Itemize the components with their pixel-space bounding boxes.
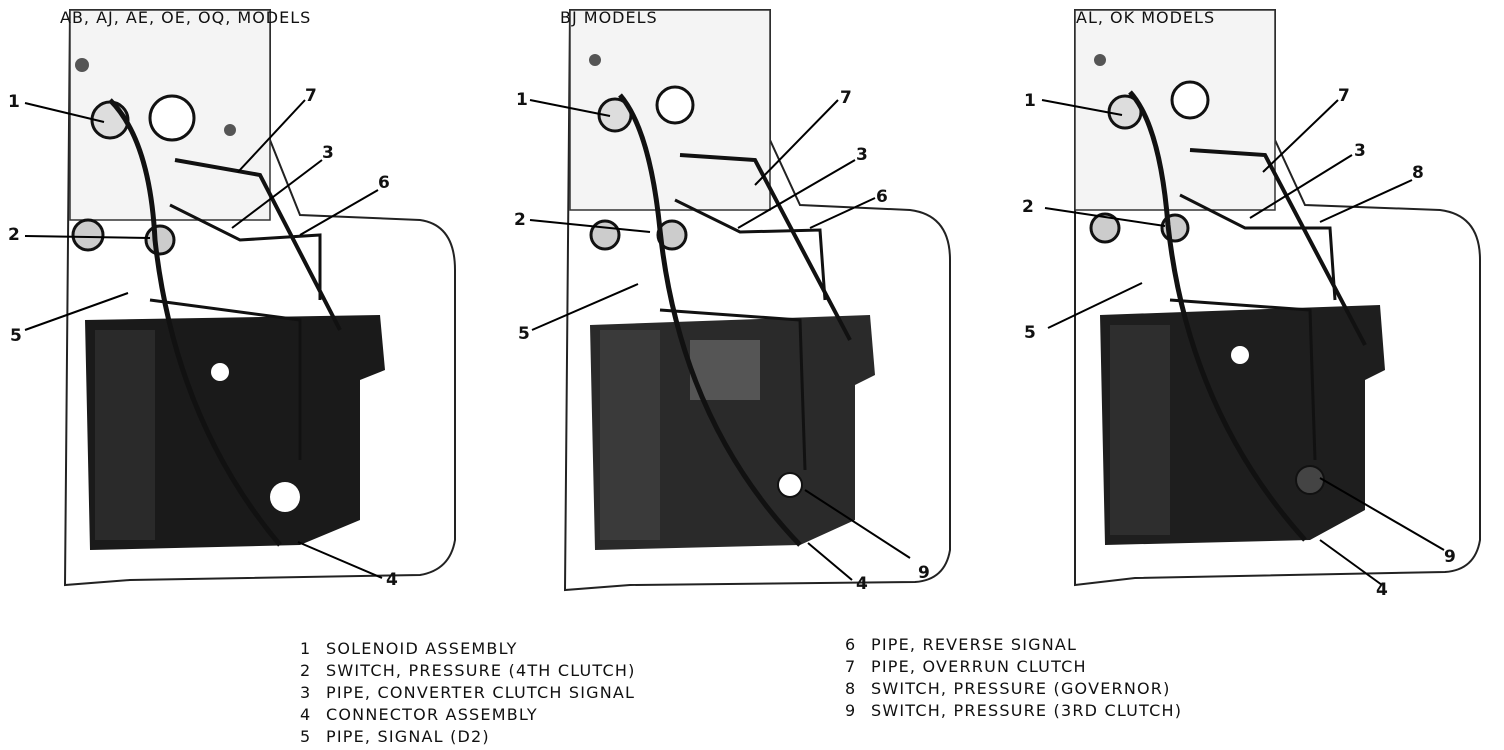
callout-1: 1: [1024, 91, 1036, 111]
callout-5: 5: [10, 326, 22, 346]
callout-7: 7: [840, 88, 852, 108]
callout-9: 9: [918, 563, 930, 583]
callout-5: 5: [1024, 323, 1036, 343]
callout-7: 7: [305, 86, 317, 106]
panel-title: AB, AJ, AE, OE, OQ, MODELS: [60, 8, 312, 27]
panel-title: AL, OK MODELS: [1076, 8, 1216, 27]
valve-body-illustration: [529, 9, 951, 592]
callout-4: 4: [386, 570, 398, 590]
diagram-panel-1: AB, AJ, AE, OE, OQ, MODELS 1 7 3 6 2 5 4: [0, 0, 470, 600]
valve-body-illustration: [24, 9, 456, 587]
callout-6: 6: [378, 173, 390, 193]
callout-4: 4: [856, 574, 868, 594]
callout-1: 1: [516, 90, 528, 110]
callout-3: 3: [856, 145, 868, 165]
valve-body-illustration: [1041, 9, 1481, 587]
callout-8: 8: [1412, 163, 1424, 183]
callout-5: 5: [518, 324, 530, 344]
callout-9: 9: [1444, 547, 1456, 567]
callout-4: 4: [1376, 580, 1388, 600]
callout-6: 6: [876, 187, 888, 207]
callout-2: 2: [1022, 197, 1034, 217]
callout-1: 1: [8, 92, 20, 112]
callout-3: 3: [1354, 141, 1366, 161]
panel-title: BJ MODELS: [560, 8, 658, 27]
callout-2: 2: [514, 210, 526, 230]
callout-7: 7: [1338, 86, 1350, 106]
callout-2: 2: [8, 225, 20, 245]
diagram-panel-3: AL, OK MODELS 1 7 3 8 2 5 9 4: [1020, 0, 1490, 600]
callout-3: 3: [322, 143, 334, 163]
diagram-panel-2: BJ MODELS 1 7 3 6 2 5 9 4: [510, 0, 980, 600]
